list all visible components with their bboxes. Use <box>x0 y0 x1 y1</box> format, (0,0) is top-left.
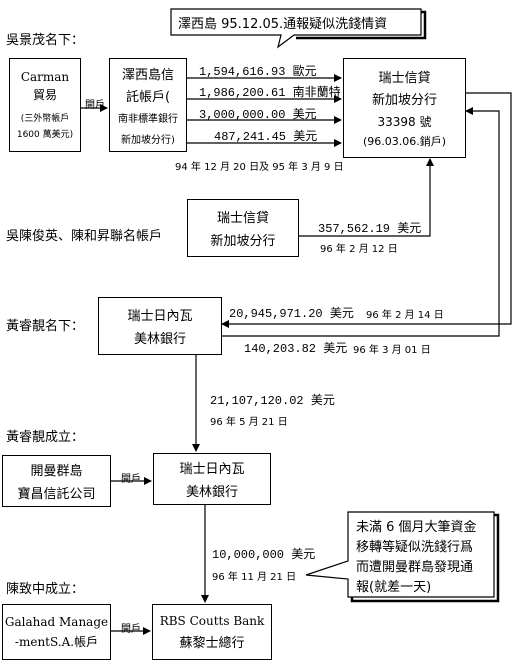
bottom-callout-line3: 而遭開曼群島發現通 <box>356 560 474 575</box>
open-account-label-3: 開戶 <box>121 624 141 635</box>
transfer-amount-4: 487,241.45 美元 <box>214 130 318 144</box>
section-huang-name: 黃睿靚名下： <box>6 319 85 334</box>
carman-name: Carman <box>20 70 70 84</box>
cayman-line2: 寶昌信託公司 <box>17 487 96 502</box>
section-huang-established: 黃睿靚成立： <box>6 430 85 445</box>
cayman-line1: 開曼群島 <box>30 464 83 479</box>
ml-geneva1-line1: 瑞士日內瓦 <box>127 309 193 324</box>
top-callout: 澤西島 95.12.05.通報疑似洗錢情資 <box>168 6 428 50</box>
transfer-amount-6: 20,945,971.20 美元 <box>229 307 354 321</box>
callout-shape <box>170 8 427 49</box>
transfer-amount-9: 10,000,000 美元 <box>212 548 316 562</box>
section-wu: 吳景茂名下： <box>6 33 85 48</box>
open-account-label-1: 開戶 <box>85 100 105 111</box>
ml-geneva1-line2: 美林銀行 <box>133 332 186 347</box>
galahad-account-box: Galahad Manage -mentS.A.帳戶 <box>2 604 111 660</box>
ml-geneva2-line1: 瑞士日內瓦 <box>179 462 245 477</box>
cs-sg-account-number: 33398 號 <box>377 115 432 129</box>
cs-sg2-line2: 新加坡分行 <box>210 234 276 249</box>
transfer-date-6: 96 年 2 月 14 日 <box>366 310 444 321</box>
rbs-line1: RBS Coutts Bank <box>159 613 265 628</box>
transfer-date-5: 96 年 2 月 12 日 <box>320 244 398 255</box>
carman-type: 貿易 <box>32 88 57 102</box>
transfer-date-8: 96 年 5 月 21 日 <box>210 417 288 428</box>
top-callout-text: 澤西島 95.12.05.通報疑似洗錢情資 <box>178 17 388 32</box>
bottom-callout-shape <box>305 511 500 603</box>
ml-geneva-box-2: 瑞士日內瓦 美林銀行 <box>153 453 271 505</box>
jersey-line3: 南非標準銀行 <box>118 114 178 125</box>
open-account-label-2: 開戶 <box>121 474 141 485</box>
transfer-dates-1-4: 94 年 12 月 20 日及 95 年 3 月 9 日 <box>175 162 344 173</box>
cs-sg-closed-date: (96.03.06.銷戶) <box>362 135 447 148</box>
rbs-coutts-box: RBS Coutts Bank 蘇黎士總行 <box>152 604 272 660</box>
ml-geneva-box-1: 瑞士日內瓦 美林銀行 <box>98 297 222 355</box>
cs-singapore-box: 瑞士信貸 新加坡分行 33398 號 (96.03.06.銷戶) <box>343 58 466 158</box>
rbs-line2: 蘇黎士總行 <box>179 635 245 651</box>
cs-sg-line2: 新加坡分行 <box>371 93 437 108</box>
bottom-callout-line4: 報(就差一天) <box>356 580 432 595</box>
transfer-amount-8: 21,107,120.02 美元 <box>210 394 335 408</box>
ml-geneva2-line2: 美林銀行 <box>185 485 238 500</box>
bottom-callout: 未滿 6 個月大筆資金 移轉等疑似洗錢行爲 而遭開曼群島發現通 報(就差一天) <box>304 509 504 607</box>
galahad-line1: Galahad Manage <box>4 614 109 629</box>
transfer-amount-3: 3,000,000.00 美元 <box>199 108 317 122</box>
transfer-amount-1: 1,594,616.93 歐元 <box>199 65 317 79</box>
transfer-date-9: 96 年 11 月 21 日 <box>212 572 297 583</box>
cayman-trust-box: 開曼群島 寶昌信託公司 <box>2 455 111 507</box>
transfer-date-7: 96 年 3 月 01 日 <box>353 345 431 356</box>
carman-accounts: (三外幣帳戶 <box>20 114 70 124</box>
bottom-callout-line2: 移轉等疑似洗錢行爲 <box>356 540 474 555</box>
carman-trading-box: Carman 貿易 (三外幣帳戶 1600 萬美元) <box>9 58 81 152</box>
section-chen-established: 陳致中成立： <box>6 582 85 597</box>
transfer-arrow-5 <box>299 158 434 237</box>
cs-sg2-line1: 瑞士信貸 <box>216 211 269 226</box>
transfer-arrow-7 <box>222 107 500 337</box>
transfer-amount-7: 140,203.82 美元 <box>244 342 348 356</box>
transfer-amount-2: 1,986,200.61 南非蘭特 <box>199 86 341 100</box>
cs-singapore-joint-box: 瑞士信貸 新加坡分行 <box>187 199 299 257</box>
bottom-callout-line1: 未滿 6 個月大筆資金 <box>356 520 477 535</box>
jersey-line4: 新加坡分行) <box>121 135 175 146</box>
transfer-arrow-6 <box>221 92 512 328</box>
carman-amount: 1600 萬美元) <box>16 130 74 140</box>
section-joint-account: 吳陳俊英、陳和昇聯名帳戶 <box>6 229 163 244</box>
galahad-line2: -mentS.A.帳戶 <box>14 634 99 649</box>
jersey-trust-box: 澤西島信 託帳戶( 南非標準銀行 新加坡分行) <box>109 58 187 152</box>
cs-sg-line1: 瑞士信貸 <box>378 71 431 86</box>
jersey-line2: 託帳戶( <box>125 90 171 105</box>
transfer-amount-5: 357,562.19 美元 <box>318 222 422 236</box>
jersey-line1: 澤西島信 <box>121 68 174 83</box>
